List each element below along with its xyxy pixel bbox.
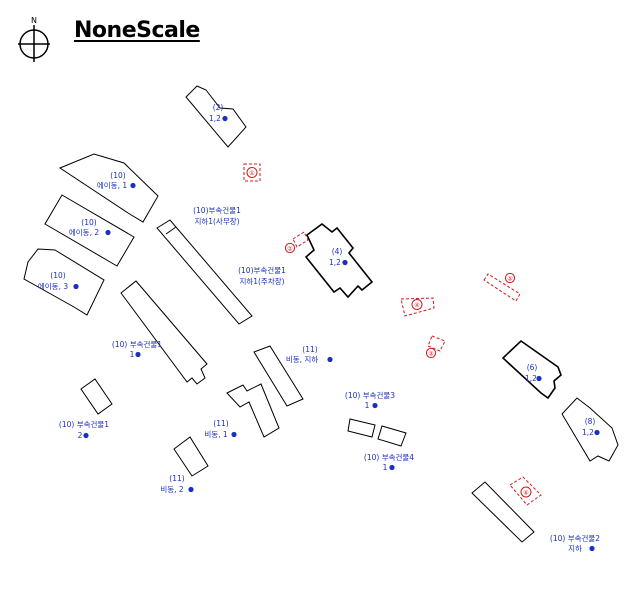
building-2[interactable]: (2) 1,2 [185,85,247,148]
building-label: 에이동, 2 [69,227,99,237]
building-label: (6) [527,363,538,372]
building-label: 비동, 1 [204,430,228,439]
dot-icon [130,182,136,189]
marker-number: ⑥ [523,490,528,497]
building-label: 1 [365,401,370,410]
dot-icon [372,402,378,409]
building-label: (10) 부속건물4 [364,452,414,462]
building-label: (8) [585,417,596,426]
north-arrow: N [16,14,52,62]
building-label: 비동, 지하 [286,354,318,364]
building-label: (11) [302,345,317,354]
building-11-2[interactable]: (11) 비동, 2 [160,436,209,494]
dot-icon [231,431,237,438]
dot-icon [135,351,141,358]
marker-6[interactable]: ⑥ [509,476,542,506]
building-label: (10)부속건물1 [193,205,241,215]
building-label: (10) 부속건물2 [550,533,600,543]
marker-5[interactable]: ⑤ [483,272,521,302]
dot-icon [222,115,228,122]
building-annex-2[interactable]: (10) 부속건물2 지하 [471,481,600,553]
marker-2[interactable]: ② [284,231,309,254]
building-annex-1a[interactable]: (10)부속건물1 지하1(사무창) [156,205,253,325]
dot-icon [327,356,333,363]
marker-number: ④ [414,302,419,309]
building-annex-1b[interactable]: (10)부속건물1 지하1(주차장) [238,265,286,286]
building-label: (11) [169,474,184,483]
building-10-a2[interactable]: (10) 에이동, 2 [44,194,135,267]
marker-number: ③ [428,351,433,358]
dot-icon [73,283,79,290]
building-label: (10) [81,218,96,227]
building-label: 에이동, 1 [97,180,127,190]
building-label: 1 [383,463,388,472]
building-label: 1,2 [329,258,341,267]
building-annex-1d[interactable]: (10) 부속건물1 2 [59,378,113,440]
dot-icon [105,229,111,236]
building-label: (10)부속건물1 [238,265,286,275]
building-label: 2 [78,431,83,440]
building-annex-4[interactable]: (10) 부속건물4 1 [364,425,414,472]
dot-icon [536,375,542,382]
marker-4[interactable]: ④ [400,297,435,317]
building-8[interactable]: (8) 1,2 [561,397,619,462]
building-label: 1,2 [582,428,594,437]
dot-icon [389,464,395,471]
building-label: 1,2 [525,374,537,383]
building-label: (10) [110,171,125,180]
marker-number: ① [249,170,254,177]
building-11-1[interactable]: (11) 비동, 1 [204,383,280,439]
building-4[interactable]: (4) 1,2 [304,222,374,299]
building-annex-1c[interactable]: (10) 부속건물1 1 [112,280,208,385]
dot-icon [83,432,89,439]
building-10-a1[interactable]: (10) 에이동, 1 [58,153,159,223]
building-label: (10) 부속건물1 [112,339,162,349]
marker-number: ⑤ [507,276,512,283]
marker-3[interactable]: ③ [425,335,446,359]
building-10-a3[interactable]: (10) 에이동, 3 [23,248,105,316]
building-label: 지하1(주차장) [239,276,284,286]
building-label: 지하 [568,543,582,553]
building-label: (10) 부속건물1 [59,419,109,429]
building-label: 에이동, 3 [38,281,68,291]
marker-1[interactable]: ① [243,163,261,182]
compass-letter: N [31,16,37,25]
building-label: (10) 부속건물3 [345,390,395,400]
building-label: (11) [213,419,228,428]
building-label: 비동, 2 [160,485,184,494]
building-label: 1 [130,350,135,359]
dot-icon [188,486,194,493]
building-label: (2) [213,103,224,112]
building-annex-3[interactable]: (10) 부속건물3 1 [345,390,395,438]
building-6[interactable]: (6) 1,2 [501,339,562,400]
dot-icon [342,259,348,266]
building-label: (10) [50,271,65,280]
building-label: 지하1(사무창) [194,216,239,226]
building-11-basement[interactable]: (11) 비동, 지하 [253,345,333,407]
building-label: (4) [332,247,343,256]
marker-number: ② [287,246,293,253]
map-title: NoneScale [74,18,200,43]
dot-icon [589,545,595,552]
dot-icon [594,429,600,436]
building-label: 1,2 [209,114,221,123]
